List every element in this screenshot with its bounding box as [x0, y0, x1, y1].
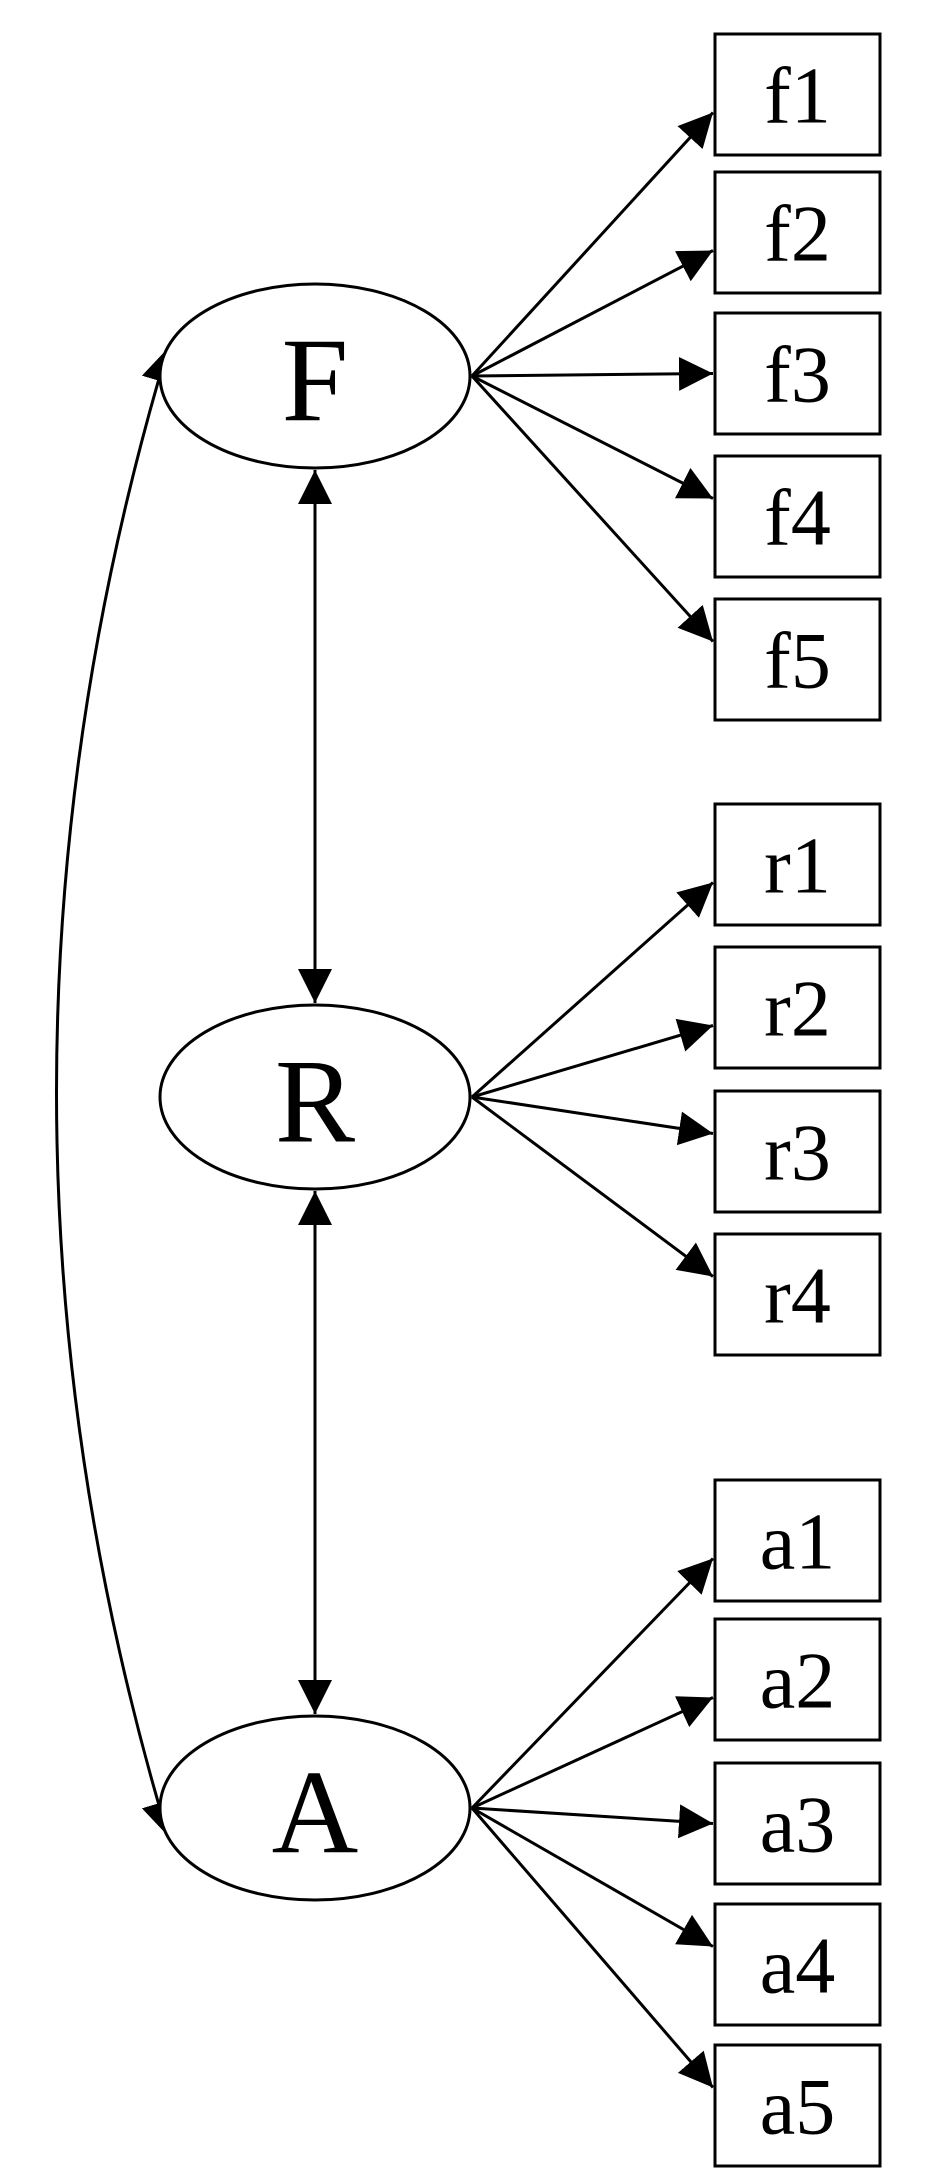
loading-arrow-a-a5 [470, 1807, 715, 2089]
loading-arrow-f-f5 [470, 374, 715, 643]
indicator-label: f5 [764, 618, 831, 706]
loading-arrow-a-a4 [471, 1806, 714, 1948]
indicator-box [713, 1478, 882, 1603]
indicator-box [713, 1761, 882, 1886]
loading-arrow-r-r3 [471, 1095, 714, 1146]
indicator-label: a1 [760, 1499, 836, 1587]
indicator-label: f3 [764, 332, 831, 420]
latent-factor-a: A [158, 1714, 472, 1902]
indicator-label: f2 [764, 191, 831, 279]
indicator-a5: a5 [713, 2043, 882, 2168]
indicator-box [713, 802, 882, 927]
indicator-label: r2 [764, 966, 831, 1054]
loading-arrow-r-r2 [471, 1018, 714, 1099]
indicator-f3: f3 [713, 311, 882, 436]
indicator-label: r3 [764, 1110, 831, 1198]
indicator-r2: r2 [713, 945, 882, 1070]
latent-factor-f: F [158, 282, 472, 470]
indicator-f2: f2 [713, 170, 882, 295]
loading-arrow-f-f1 [470, 111, 715, 378]
indicator-label: a4 [760, 1923, 836, 2011]
indicator-box [713, 945, 882, 1070]
indicator-f1: f1 [713, 32, 882, 157]
indicator-label: a5 [760, 2064, 836, 2152]
latent-label: F [282, 314, 349, 447]
loading-arrow-f-f3 [471, 356, 714, 391]
latent-label: A [272, 1746, 359, 1879]
indicator-label: r1 [764, 823, 831, 911]
indicator-a2: a2 [713, 1617, 882, 1742]
loading-arrow-a-a1 [470, 1557, 715, 1810]
indicator-label: a3 [760, 1782, 836, 1870]
indicator-box [713, 1902, 882, 2027]
indicator-r1: r1 [713, 802, 882, 927]
indicator-f5: f5 [713, 597, 882, 722]
indicator-a4: a4 [713, 1902, 882, 2027]
edges-layer [55, 111, 715, 2089]
loading-arrow-f-f2 [471, 249, 714, 378]
loading-arrow-r-r4 [471, 1095, 714, 1278]
latent-ellipse [158, 1714, 472, 1902]
indicator-box [713, 32, 882, 157]
latent-factor-r: R [158, 1003, 472, 1191]
latent-ellipse [158, 282, 472, 470]
loading-arrow-r-r1 [471, 881, 714, 1099]
latent-ellipse [158, 1003, 472, 1191]
indicator-label: f4 [764, 475, 831, 563]
indicator-box [713, 1617, 882, 1742]
indicator-label: f1 [764, 53, 831, 141]
loading-arrow-f-f4 [471, 374, 714, 500]
indicator-label: a2 [760, 1638, 836, 1726]
loading-arrow-a-a3 [471, 1804, 714, 1839]
indicator-box [713, 1232, 882, 1357]
loading-arrow-a-a2 [471, 1696, 714, 1810]
indicator-box [713, 311, 882, 436]
indicator-box [713, 170, 882, 295]
indicator-a3: a3 [713, 1761, 882, 1886]
indicator-f4: f4 [713, 454, 882, 579]
indicator-label: r4 [764, 1253, 831, 1341]
indicator-box [713, 454, 882, 579]
indicator-r4: r4 [713, 1232, 882, 1357]
indicator-box [713, 597, 882, 722]
indicator-r3: r3 [713, 1089, 882, 1214]
latent-label: R [275, 1035, 355, 1168]
indicator-box [713, 2043, 882, 2168]
covariance-f-a [55, 347, 175, 1837]
indicator-a1: a1 [713, 1478, 882, 1603]
indicator-box [713, 1089, 882, 1214]
